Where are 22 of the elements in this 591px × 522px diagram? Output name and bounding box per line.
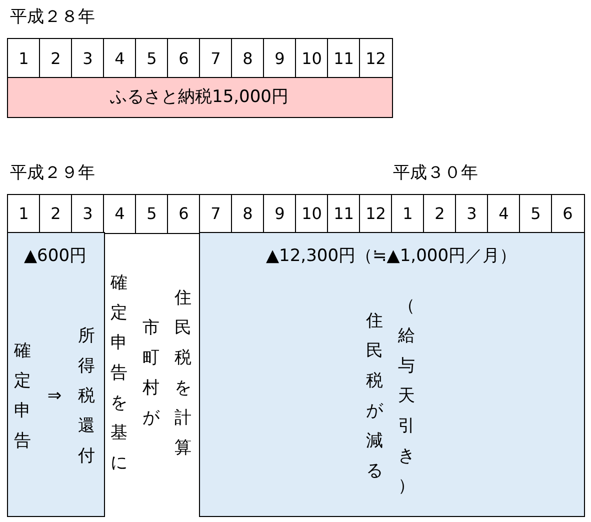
amount-label: ▲12,300円（≒▲1,000円／月） [266,246,517,266]
vertical-label: 住民税を計算 [174,287,192,460]
month-cell: 6 [551,194,584,234]
vertical-label: （給与天引き） [398,295,416,498]
amount-label: ▲600円 [24,246,87,266]
vertical-label: 住民税が減る [366,310,384,483]
month-cell: 4 [103,194,136,234]
year-label: 平成２８年 [10,6,95,28]
month-cell: 6 [167,194,200,234]
month-cell: 12 [359,38,392,78]
year-label: 平成３０年 [393,162,478,184]
amount-label: ふるさと納税15,000円 [110,86,288,107]
vertical-label: 市町村が [142,317,160,430]
period-bar [7,77,392,118]
period-panel [7,232,104,516]
period-panel [199,232,584,516]
vertical-label: 確定申告 [14,340,32,453]
vertical-label: 確定申告を基に [110,272,128,475]
arrow-sign: ⇒ [47,386,62,406]
month-cell: 5 [135,194,168,234]
vertical-label: 所得税還付 [78,325,96,468]
year-label: 平成２９年 [10,162,95,184]
